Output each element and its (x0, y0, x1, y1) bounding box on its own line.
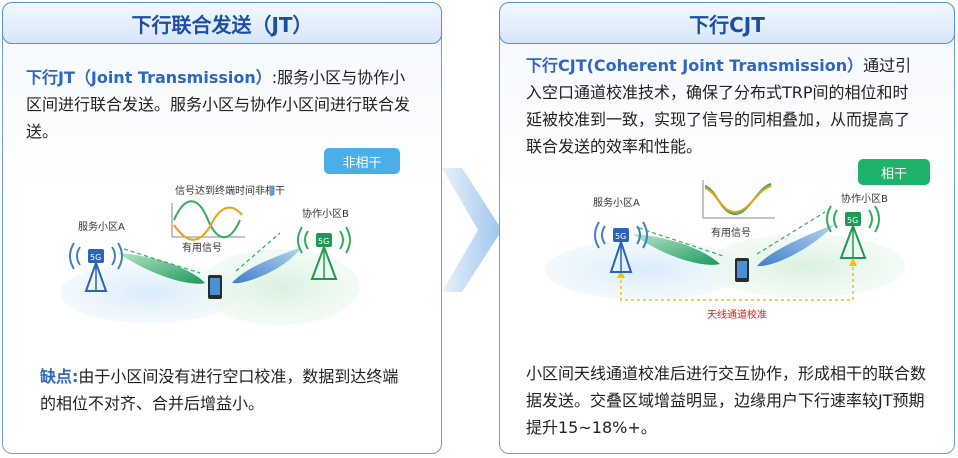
right-summary: 小区间天线通道校准后进行交互协作，形成相干的联合数据发送。交叠区域增益明显，边缘… (526, 360, 926, 441)
left-badge-noncoherent: 非相干 (324, 148, 400, 174)
left-useful-label: 有用信号 (182, 241, 222, 254)
right-useful-label: 有用信号 (711, 226, 751, 239)
left-tower-b-5g: 5G (318, 237, 329, 246)
left-tower-b (297, 226, 351, 280)
right-beam-b (757, 224, 835, 267)
left-drawback-term: 缺点: (40, 367, 79, 386)
right-phase-chart (702, 180, 775, 219)
right-tower-b-5g: 5G (847, 216, 858, 225)
right-tower-a (594, 221, 648, 273)
right-diagram: 服务小区A 协作小区B 有用信号 天线通道校准 5G 5G (545, 180, 905, 321)
transition-arrow (442, 168, 502, 292)
right-calibration-label: 天线通道校准 (707, 308, 767, 321)
left-title-text: 下行联合发送（JT） (131, 12, 313, 37)
left-drawback: 缺点:由于小区间没有进行空口校准，数据到达终端的相位不对齐、合并后增益小。 (40, 363, 410, 417)
left-beam-a (118, 253, 205, 284)
right-intro-term: 下行CJT(Coherent Joint Transmission） (526, 56, 864, 75)
right-intro: 下行CJT(Coherent Joint Transmission）通过引入空口… (526, 52, 922, 160)
left-signal-time-label: 信号达到终端时间非相干 (175, 184, 285, 197)
right-calibration-link (620, 262, 854, 301)
left-panel-title: 下行联合发送（JT） (2, 2, 442, 44)
right-serving-label: 服务小区A (593, 196, 640, 209)
right-coop-label: 协作小区B (841, 192, 888, 205)
left-cell-b-coverage (200, 249, 360, 325)
left-intro-term: 下行JT（Joint Transmission） (26, 68, 272, 87)
right-tower-b (826, 205, 880, 259)
right-badge-label: 相干 (880, 166, 907, 182)
right-phone-icon (735, 258, 749, 282)
right-tower-a-5g: 5G (615, 232, 626, 241)
left-tower-a-5g: 5G (90, 253, 101, 262)
right-badge-coherent: 相干 (858, 159, 930, 185)
left-coop-label: 协作小区B (302, 207, 349, 220)
right-beam-a (633, 234, 720, 265)
right-panel-title: 下行CJT (499, 2, 955, 44)
left-beam-b (232, 247, 302, 284)
right-title-text: 下行CJT (689, 12, 765, 37)
left-drawback-rest: 由于小区间没有进行空口校准，数据到达终端的相位不对齐、合并后增益小。 (40, 367, 399, 413)
left-tower-a (69, 242, 123, 292)
right-cell-b-coverage (705, 234, 905, 298)
left-time-marker (270, 187, 273, 196)
left-badge-label: 非相干 (342, 155, 382, 171)
left-phone-icon (208, 275, 222, 299)
right-summary-text: 小区间天线通道校准后进行交互协作，形成相干的联合数据发送。交叠区域增益明显，边缘… (526, 364, 927, 437)
left-intro-rest: :服务小区与协作小区间进行联合发送。服务小区与协作小区间进行联合发送。 (26, 68, 411, 141)
right-intro-rest: 通过引入空口通道校准技术，确保了分布式TRP间的相位和时延被校准到一致，实现了信… (526, 56, 912, 156)
left-phase-chart (171, 200, 245, 241)
left-serving-label: 服务小区A (78, 220, 125, 233)
left-intro: 下行JT（Joint Transmission）:服务小区与协作小区间进行联合发… (26, 64, 418, 145)
left-diagram: 信号达到终端时间非相干 服务小区A 协作小区B 有用信号 5G 5G (60, 184, 360, 325)
